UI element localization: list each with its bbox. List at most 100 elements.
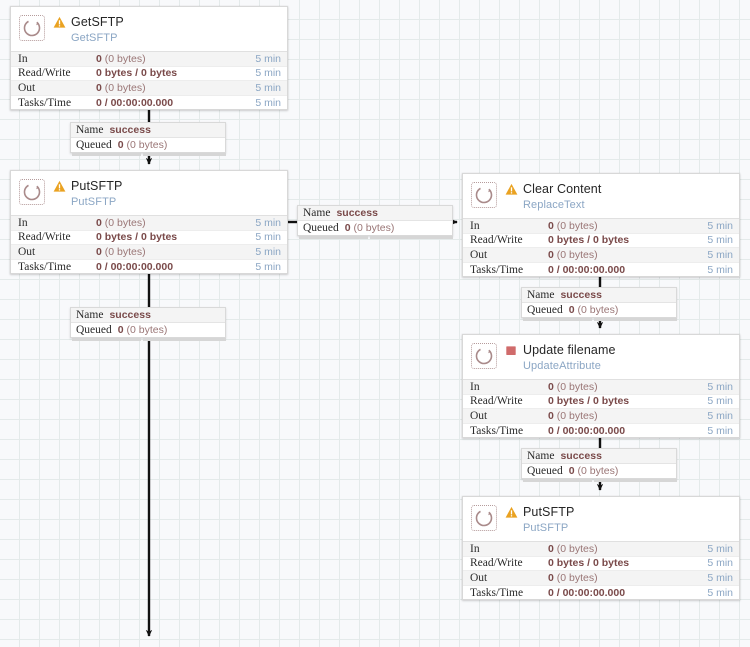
connection-queued-row: Queued 0 (0 bytes): [71, 137, 225, 152]
stat-label: Tasks/Time: [18, 260, 72, 273]
connection-queued-value: 0 (0 bytes): [344, 221, 395, 234]
stat-value: 0 bytes / 0 bytes: [548, 395, 630, 408]
processor-refresh-icon: [471, 505, 497, 531]
stat-label: Out: [470, 409, 488, 422]
stat-time: 5 min: [255, 81, 281, 94]
stat-time: 5 min: [255, 245, 281, 258]
stat-label: Out: [18, 81, 36, 94]
connection-queued-value: 0 (0 bytes): [568, 303, 619, 316]
stat-value: 0 / 00:00:00.000: [548, 263, 626, 276]
stat-label: Read/Write: [18, 231, 71, 244]
connection-name-row: Name success: [71, 308, 225, 323]
stat-value: 0 / 00:00:00.000: [548, 424, 626, 437]
stat-row: Tasks/Time 0 / 00:00:00.000 5 min: [463, 262, 739, 276]
stat-time: 5 min: [255, 231, 281, 244]
stat-time: 5 min: [707, 219, 733, 232]
connection-queued-value: 0 (0 bytes): [117, 138, 168, 151]
stat-label: Tasks/Time: [470, 586, 524, 599]
stat-time: 5 min: [707, 248, 733, 261]
stat-label: Read/Write: [470, 395, 523, 408]
connection-queue-bar: [523, 479, 677, 482]
warning-icon[interactable]: [505, 183, 518, 196]
processor-type: UpdateAttribute: [523, 360, 601, 372]
processor-type: PutSFTP: [71, 196, 117, 208]
warning-icon[interactable]: [53, 16, 66, 29]
processor-type: PutSFTP: [523, 522, 569, 534]
connection-name-value: success: [560, 449, 602, 462]
connection-name-value: success: [109, 308, 151, 321]
stat-label: In: [18, 216, 28, 229]
stat-value: 0 (0 bytes): [548, 380, 598, 393]
stat-label: In: [18, 52, 28, 65]
connection-queue-bar: [72, 338, 226, 341]
connection-name-key: Name: [76, 308, 104, 321]
processor-header: PutSFTP PutSFTP: [11, 171, 287, 215]
connection-queued-key: Queued: [76, 138, 112, 151]
warning-icon[interactable]: [53, 180, 66, 193]
stat-label: Tasks/Time: [470, 263, 524, 276]
processor-stats: In 0 (0 bytes) 5 min Read/Write 0 bytes / 0 …: [463, 379, 739, 437]
connection-queue-bar: [299, 236, 453, 239]
warning-icon[interactable]: [505, 506, 518, 519]
stat-value: 0 (0 bytes): [548, 409, 598, 422]
processor-name: PutSFTP: [71, 179, 123, 193]
stat-time: 5 min: [707, 263, 733, 276]
connection-name-key: Name: [527, 288, 555, 301]
stat-time: 5 min: [255, 67, 281, 80]
stat-time: 5 min: [707, 234, 733, 247]
stat-time: 5 min: [255, 216, 281, 229]
stat-value: 0 bytes / 0 bytes: [96, 67, 178, 80]
stat-time: 5 min: [707, 424, 733, 437]
stat-value: 0 bytes / 0 bytes: [96, 231, 178, 244]
processor-type: GetSFTP: [71, 32, 118, 44]
stat-value: 0 (0 bytes): [548, 571, 598, 584]
stat-label: Out: [470, 248, 488, 261]
stopped-icon[interactable]: [505, 344, 518, 357]
connection-name-key: Name: [76, 123, 104, 136]
stat-time: 5 min: [255, 260, 281, 273]
connection-queued-key: Queued: [76, 323, 112, 336]
stat-label: In: [470, 380, 480, 393]
stat-label: In: [470, 542, 480, 555]
stat-time: 5 min: [707, 542, 733, 555]
processor-refresh-icon: [471, 343, 497, 369]
